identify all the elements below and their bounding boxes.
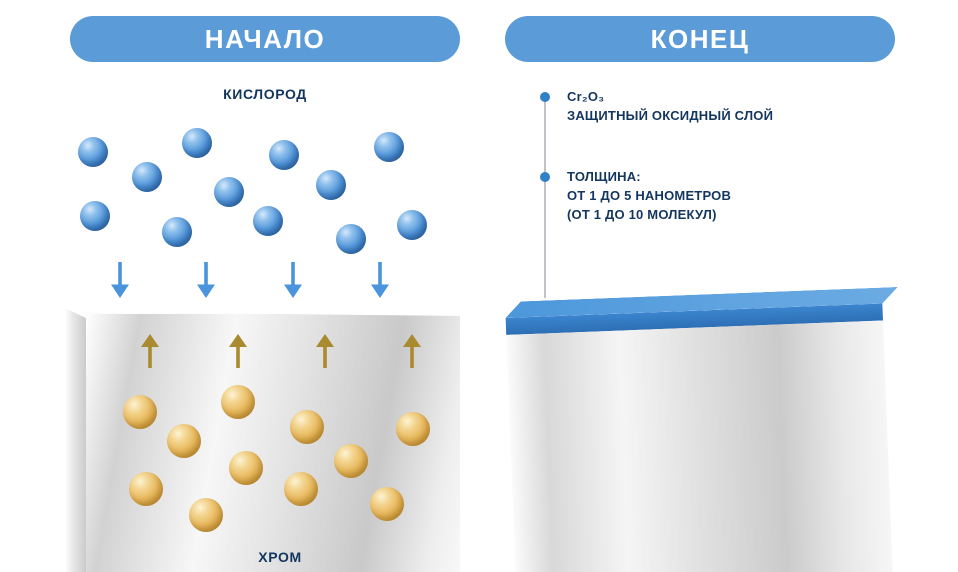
chrome-molecule (189, 498, 223, 532)
oxygen-molecule (253, 206, 283, 236)
oxide-callout: Cr₂O₃ ЗАЩИТНЫЙ ОКСИДНЫЙ СЛОЙ (538, 88, 773, 126)
up-arrow-icon (403, 334, 421, 370)
chrome-label: ХРОМ (258, 549, 302, 565)
down-arrow-icon (111, 262, 129, 298)
callout-connector-line (544, 100, 546, 298)
start-header-pill: НАЧАЛО (70, 16, 460, 62)
oxide-formula: Cr₂O₃ (567, 89, 605, 104)
chrome-molecule (229, 451, 263, 485)
oxidized-chrome-block (505, 287, 909, 572)
chrome-block-side-face (65, 308, 87, 572)
chrome-molecule (334, 444, 368, 478)
up-arrow-icon (316, 334, 334, 370)
thickness-callout-text: ТОЛЩИНА: ОТ 1 ДО 5 НАНОМЕТРОВ (ОТ 1 ДО 1… (567, 168, 731, 225)
chrome-molecule (396, 412, 430, 446)
up-arrow-icon (141, 334, 159, 370)
oxygen-molecule (374, 132, 404, 162)
chrome-molecule (290, 410, 324, 444)
chrome-molecule (370, 487, 404, 521)
oxygen-molecule (336, 224, 366, 254)
bullet-dot-icon (540, 172, 550, 182)
oxygen-molecule (182, 128, 212, 158)
chrome-molecule (129, 472, 163, 506)
thickness-title: ТОЛЩИНА: (567, 169, 641, 184)
down-arrow-icon (284, 262, 302, 298)
oxygen-label: КИСЛОРОД (223, 86, 307, 102)
chrome-molecule (284, 472, 318, 506)
metal-body-face (506, 320, 894, 572)
oxygen-molecule (316, 170, 346, 200)
chrome-molecule (221, 385, 255, 419)
end-header-pill: КОНЕЦ (505, 16, 895, 62)
oxygen-molecule (162, 217, 192, 247)
up-arrow-icon (229, 334, 247, 370)
oxygen-molecule (214, 177, 244, 207)
oxygen-molecule (78, 137, 108, 167)
chrome-molecule (123, 395, 157, 429)
down-arrow-icon (371, 262, 389, 298)
end-header-label: КОНЕЦ (650, 23, 750, 54)
thickness-line-1: ОТ 1 ДО 5 НАНОМЕТРОВ (567, 187, 732, 203)
oxygen-molecule (397, 210, 427, 240)
oxide-description: ЗАЩИТНЫЙ ОКСИДНЫЙ СЛОЙ (567, 107, 774, 123)
chrome-molecule (167, 424, 201, 458)
oxide-callout-text: Cr₂O₃ ЗАЩИТНЫЙ ОКСИДНЫЙ СЛОЙ (567, 88, 773, 126)
oxygen-molecule (80, 201, 110, 231)
oxygen-molecule (269, 140, 299, 170)
thickness-callout: ТОЛЩИНА: ОТ 1 ДО 5 НАНОМЕТРОВ (ОТ 1 ДО 1… (538, 168, 731, 225)
start-header-label: НАЧАЛО (204, 23, 326, 54)
down-arrow-icon (197, 262, 215, 298)
oxygen-molecule (132, 162, 162, 192)
thickness-line-2: (ОТ 1 ДО 10 МОЛЕКУЛ) (567, 206, 717, 222)
bullet-dot-icon (540, 92, 550, 102)
